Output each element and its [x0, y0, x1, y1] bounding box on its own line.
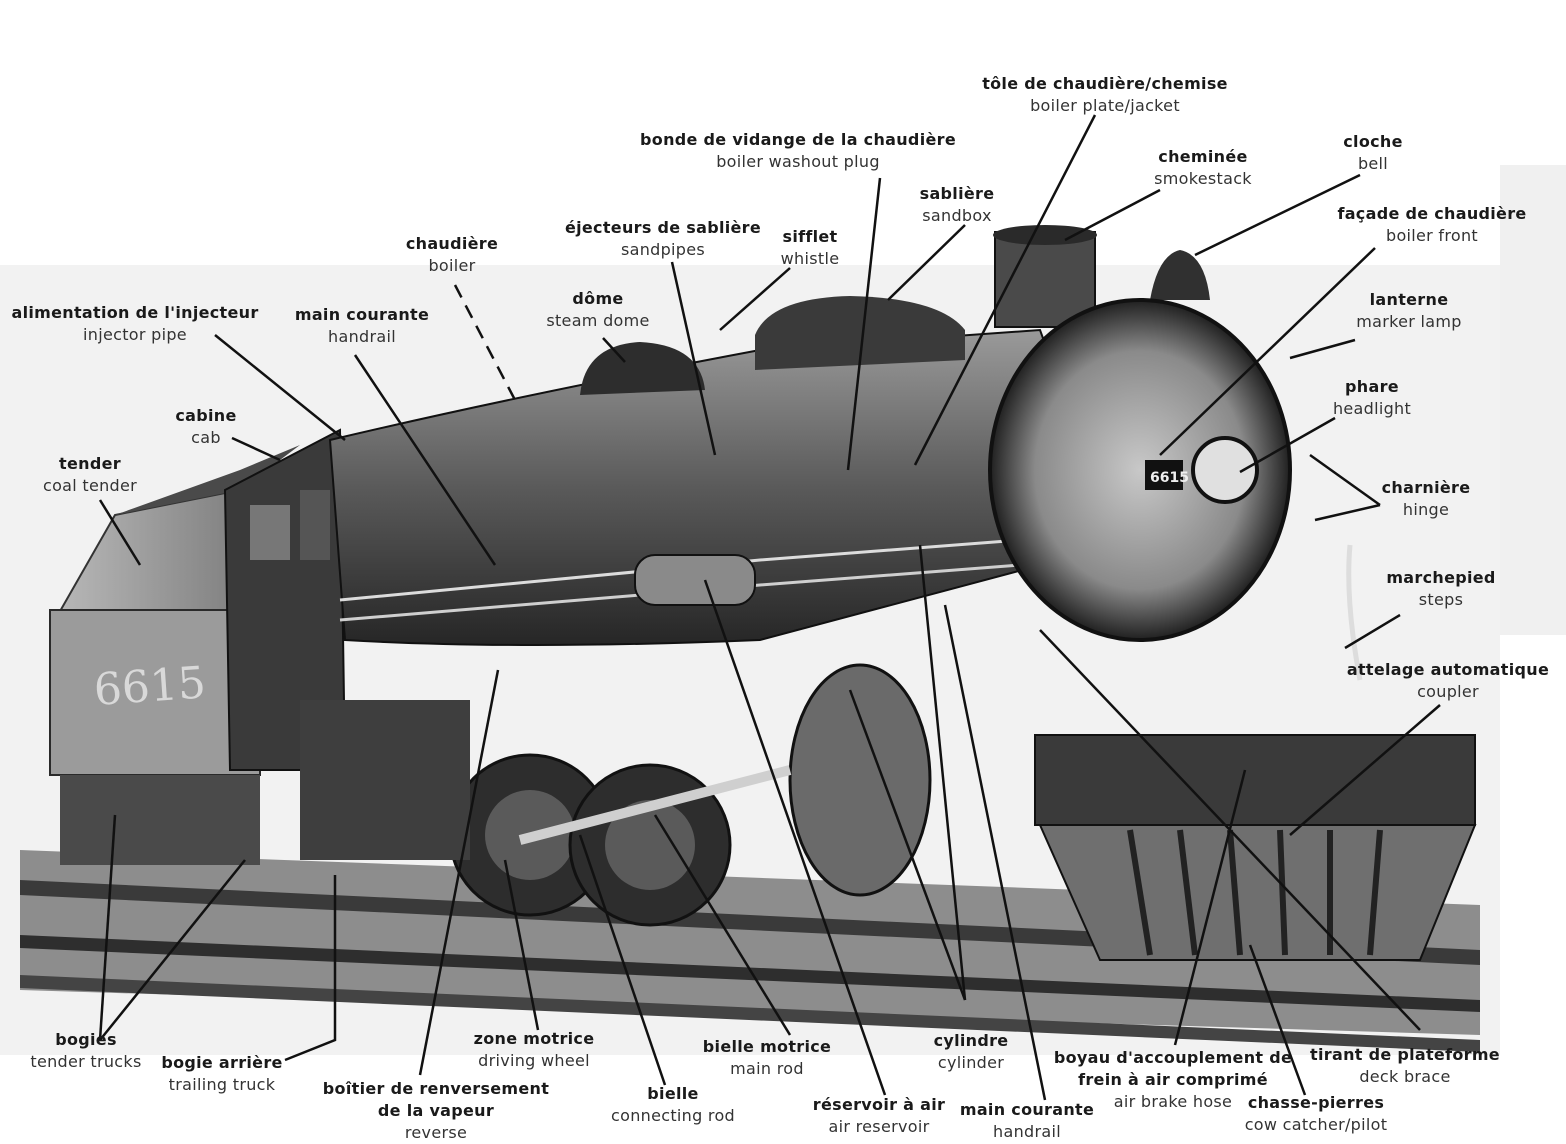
leader-lines	[98, 114, 1441, 1101]
label-boiler-plate: tôle de chaudière/chemise boiler plate/j…	[982, 74, 1228, 115]
label-cab: cabine cab	[175, 406, 237, 447]
tender-number: 6615	[92, 657, 207, 716]
running-gear	[60, 554, 932, 927]
leader-bell	[1194, 173, 1361, 257]
label-reverse: boîtier de renversement de la vapeur rev…	[322, 1079, 550, 1142]
leader-smokestack	[1064, 188, 1161, 242]
label-air-reservoir: réservoir à air air reservoir	[812, 1095, 946, 1136]
pilot-body	[1034, 544, 1477, 961]
leader-coupler	[1289, 704, 1441, 836]
label-injector-pipe: alimentation de l'injecteur injector pip…	[11, 303, 259, 344]
label-whistle: sifflet whistle	[780, 227, 840, 268]
leader-sandbox	[887, 224, 966, 301]
label-coupler: attelage automatique coupler	[1346, 660, 1550, 701]
label-marker-lamp: lanterne marker lamp	[1356, 290, 1462, 331]
leader-cylinder-b	[918, 544, 967, 1001]
leader-cow-catcher	[1248, 944, 1307, 1096]
label-boiler: chaudière boiler	[405, 234, 499, 275]
leader-steam-dome	[602, 337, 626, 363]
label-steam-dome: dôme steam dome	[546, 289, 650, 330]
leader-headlight	[1239, 416, 1336, 474]
leader-cab	[231, 436, 281, 462]
leader-marker-lamp	[1289, 338, 1356, 360]
label-smokestack: cheminée smokestack	[1154, 147, 1252, 188]
label-hinge: charnière hinge	[1381, 478, 1471, 519]
label-main-rod: bielle motrice main rod	[702, 1037, 832, 1078]
label-cylinder: cylindre cylinder	[933, 1031, 1009, 1072]
leader-connecting-rod	[578, 834, 667, 1086]
leader-hinge-a	[1309, 453, 1381, 507]
label-sandbox: sablière sandbox	[919, 184, 995, 225]
leader-coal-tender	[98, 499, 142, 566]
leader-air-reservoir	[703, 579, 887, 1096]
label-headlight: phare headlight	[1332, 377, 1412, 418]
tender-body: 6615	[49, 445, 300, 777]
label-sandpipes: éjecteurs de sablière sandpipes	[564, 218, 762, 259]
leader-driving-wheel	[503, 859, 540, 1031]
boiler-front-body: 6615	[988, 298, 1292, 642]
leader-handrail-bottom	[943, 604, 1047, 1101]
leader-handrail-top	[353, 354, 497, 566]
leader-cylinder-a	[848, 689, 967, 1001]
leader-sandpipes	[670, 261, 717, 456]
label-coal-tender: tender coal tender	[42, 454, 138, 495]
label-steps: marchepied steps	[1386, 568, 1496, 609]
leader-steps	[1344, 613, 1401, 650]
leader-boiler-plate	[913, 114, 1097, 466]
leader-deck-brace	[1039, 629, 1421, 1031]
leader-tender-trucks-a	[98, 814, 117, 1041]
label-handrail-bottom: main courante handrail	[959, 1100, 1095, 1141]
label-washout-plug: bonde de vidange de la chaudière boiler …	[640, 130, 956, 171]
number-plate: 6615	[1150, 470, 1189, 486]
label-trailing-truck: bogie arrière trailing truck	[161, 1053, 283, 1094]
leader-boiler-front	[1159, 247, 1376, 456]
leader-washout-plug	[846, 177, 882, 471]
leader-hinge-b	[1314, 503, 1381, 522]
label-cow-catcher: chasse-pierres cow catcher/pilot	[1244, 1093, 1388, 1134]
label-bell: cloche bell	[1343, 132, 1403, 173]
label-driving-wheel: zone motrice driving wheel	[473, 1029, 595, 1070]
label-deck-brace: tirant de plateforme deck brace	[1310, 1045, 1500, 1086]
leader-tender-trucks-b	[99, 859, 246, 1041]
leader-main-rod	[653, 814, 792, 1036]
label-air-brake-hose: boyau d'accouplement de frein à air comp…	[1053, 1048, 1293, 1111]
leader-whistle	[719, 267, 791, 331]
leader-injector-pipe	[214, 334, 346, 441]
leader-air-brake-hose	[1173, 769, 1247, 1046]
label-boiler-front: façade de chaudière boiler front	[1337, 204, 1527, 245]
label-tender-trucks: bogies tender trucks	[30, 1030, 142, 1071]
leader-reverse	[418, 669, 500, 1076]
label-handrail-top: main courante handrail	[294, 305, 430, 346]
label-connecting-rod: bielle connecting rod	[611, 1084, 735, 1125]
leader-trailing-truck	[284, 875, 337, 1062]
